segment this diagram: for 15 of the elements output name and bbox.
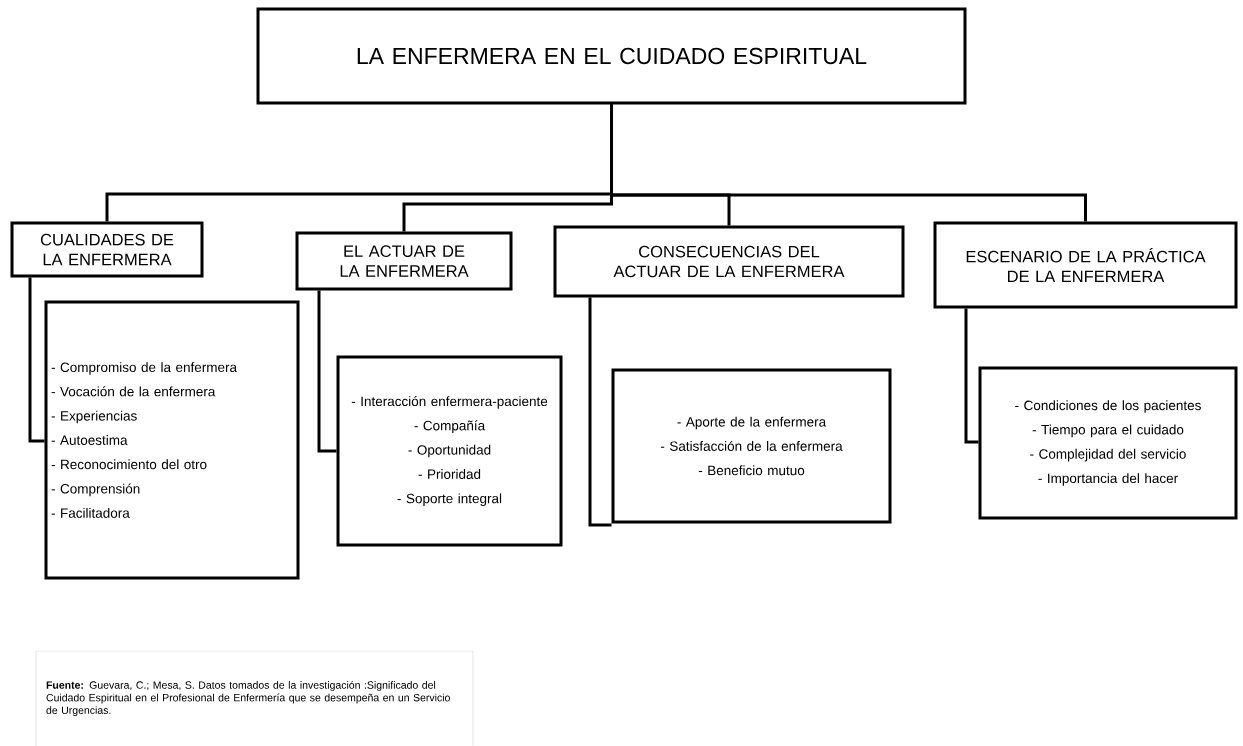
source-note: Fuente: Guevara, C.; Mesa, S. Datos tomados de la investigación :Significado del Cuidado Espiritual en el Profesional de Enfermería que se desempeña en un Servicio de Urgencias. bbox=[46, 680, 450, 717]
list-box: - Aporte de la enfermera - Satisfacción de la enfermera - Beneficio mutuo bbox=[611, 368, 892, 524]
connector-line bbox=[317, 290, 337, 453]
list-box: - Interacción enfermera-paciente - Compañía - Oportunidad - Prioridad - Soporte integral bbox=[336, 355, 563, 547]
title-box: LA ENFERMERA EN EL CUIDADO ESPIRITUAL bbox=[256, 7, 967, 105]
connector-line bbox=[588, 297, 612, 527]
category-box: EL ACTUAR DE LA ENFERMERA bbox=[295, 231, 513, 291]
list-box: - Condiciones de los pacientes - Tiempo para el cuidado - Complejidad del servicio - Importancia del hacer bbox=[978, 366, 1238, 520]
list-box: - Compromiso de la enfermera - Vocación de la enfermera - Experiencias - Autoestima - Reconocimiento del otro - Comprensión - Facilitadora bbox=[44, 300, 300, 580]
category-box: CONSECUENCIAS DEL ACTUAR DE LA ENFERMERA bbox=[553, 225, 905, 298]
category-box: ESCENARIO DE LA PRÁCTICA DE LA ENFERMERA bbox=[933, 221, 1238, 309]
connector-line bbox=[28, 277, 45, 443]
category-box: CUALIDADES DE LA ENFERMERA bbox=[10, 221, 204, 278]
connector-line bbox=[964, 308, 979, 444]
connector-line bbox=[610, 104, 1087, 222]
